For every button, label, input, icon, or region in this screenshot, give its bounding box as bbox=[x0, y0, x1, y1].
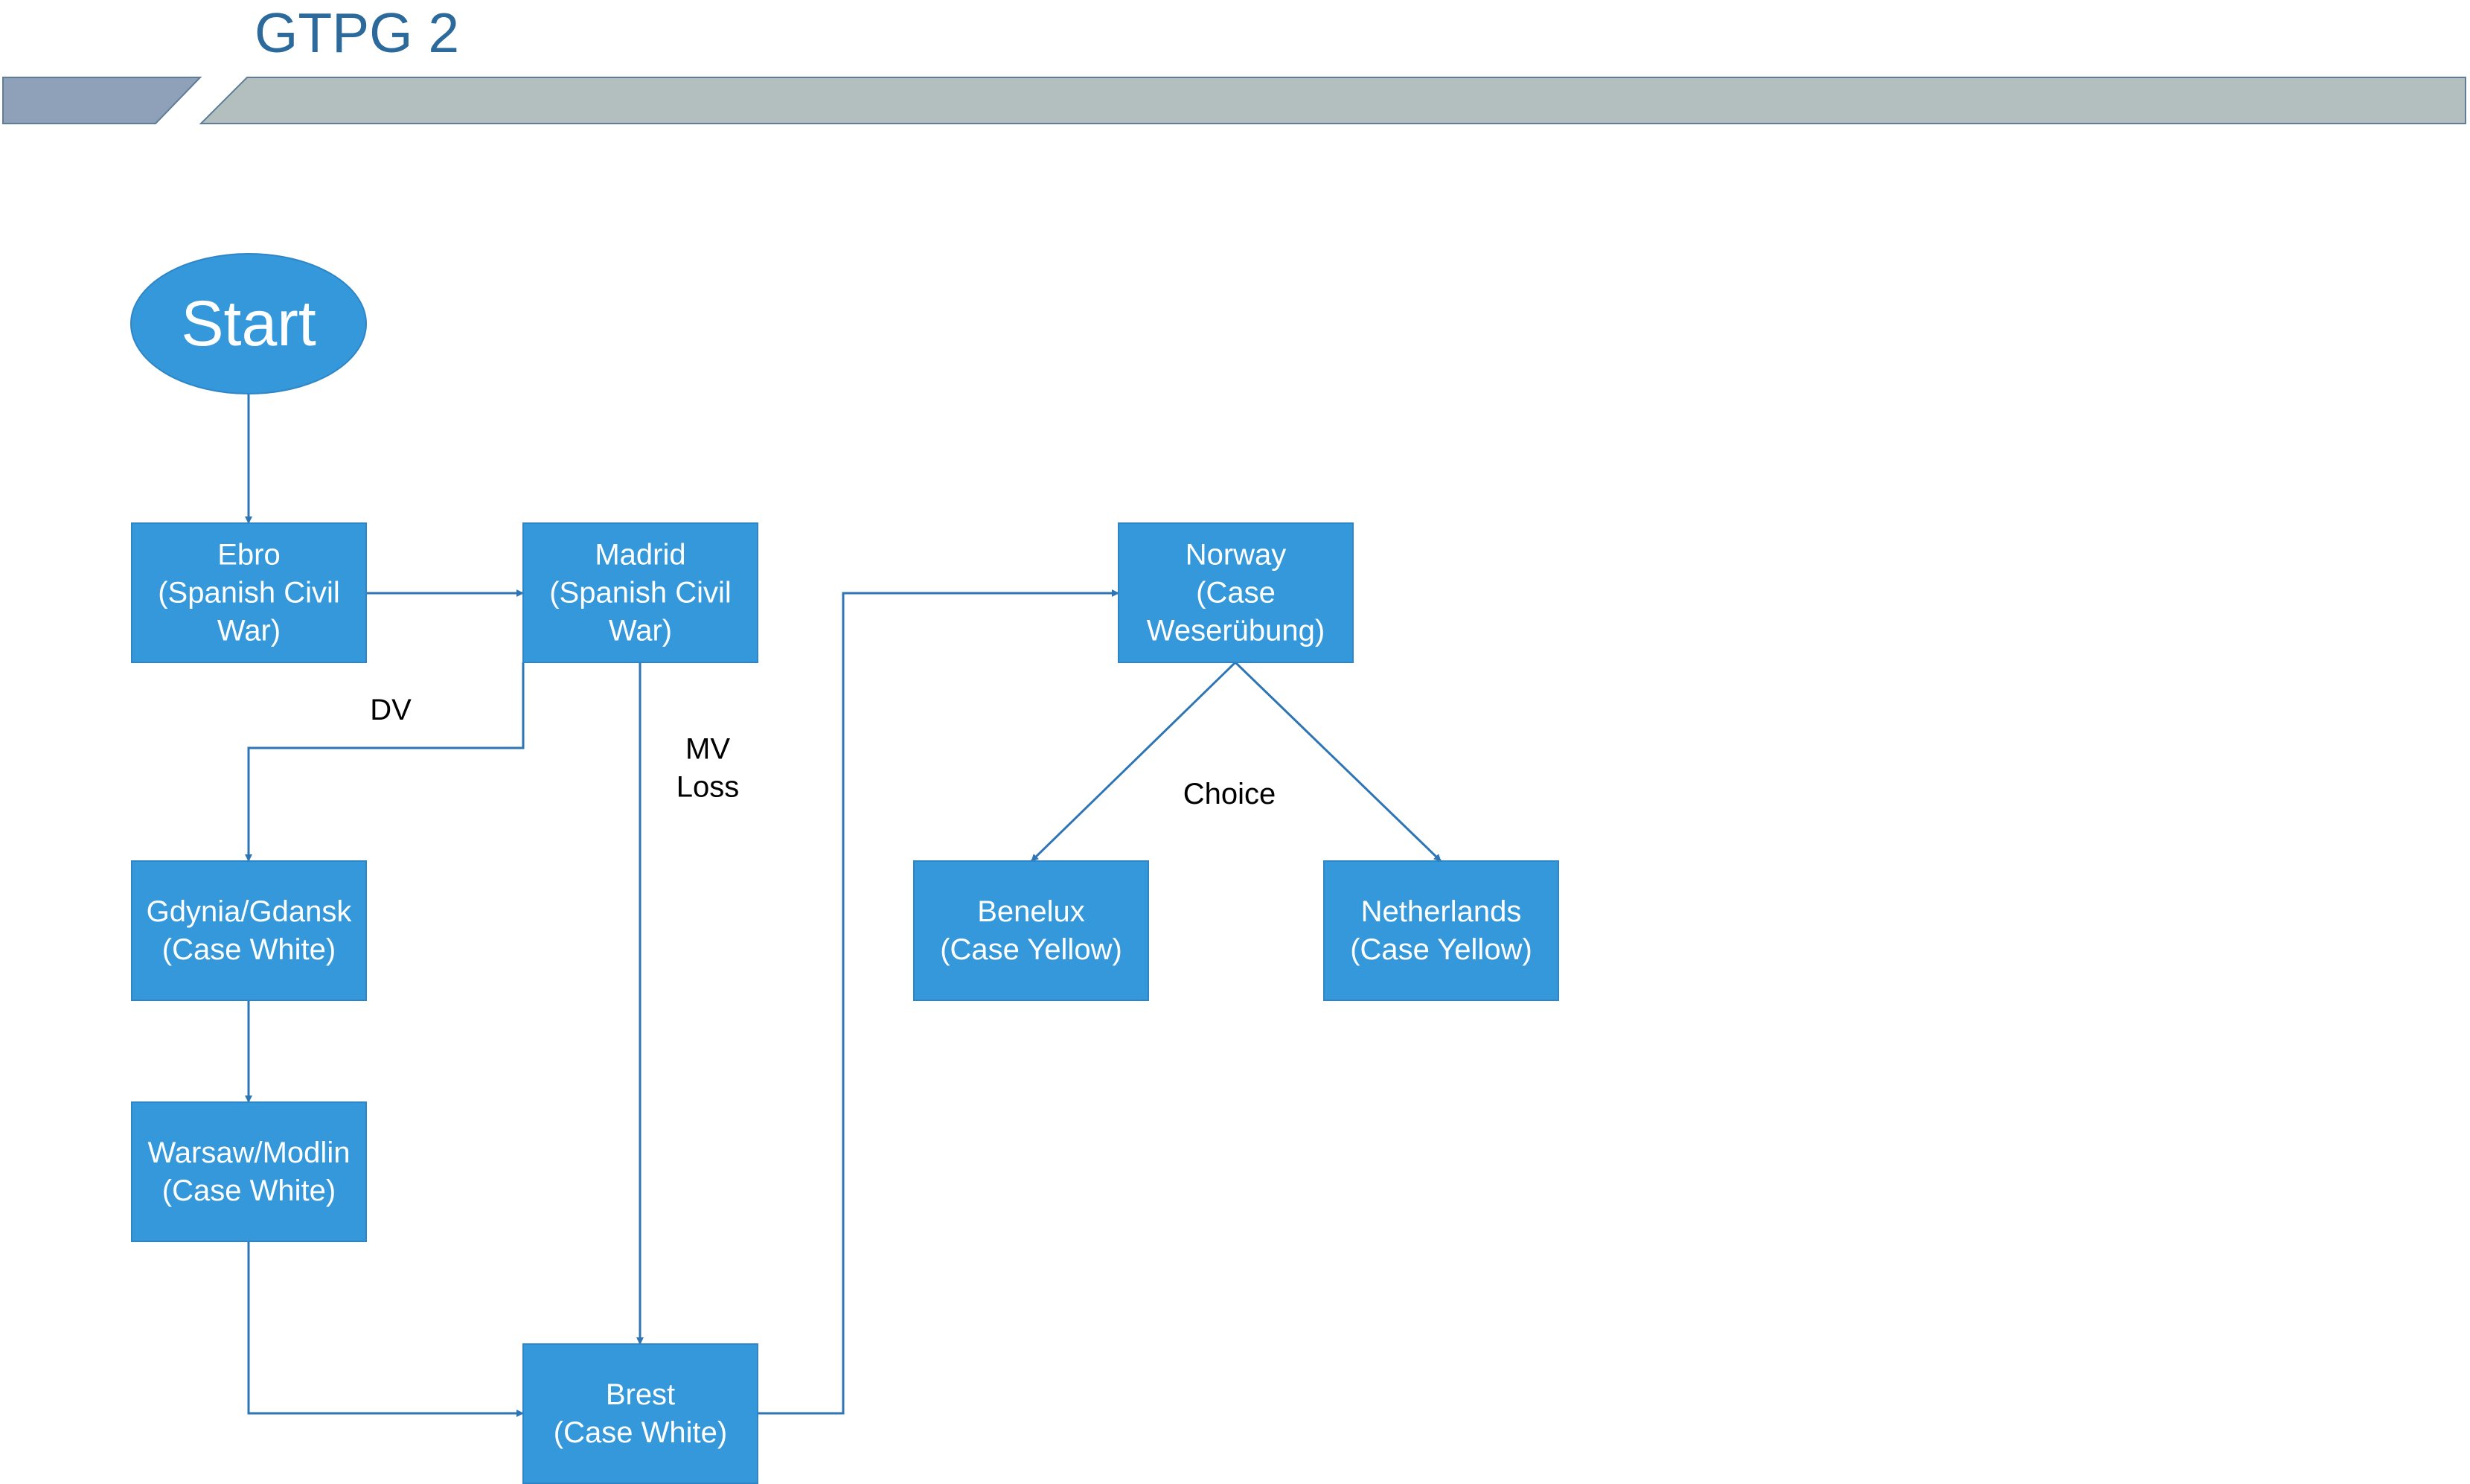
start-node[interactable]: Start bbox=[130, 253, 367, 394]
node-box-brest bbox=[522, 1343, 758, 1484]
node-box-ebro bbox=[131, 522, 367, 663]
header-band-right bbox=[199, 77, 2466, 124]
edge-label-dv-line-1: DV bbox=[370, 694, 412, 726]
edge-label-mv_loss-line-1: MV bbox=[685, 733, 730, 766]
edge-label-mv_loss-line-2: Loss bbox=[676, 771, 740, 804]
edges-layer bbox=[245, 394, 1442, 1417]
node-text-madrid-line-2: (Spanish Civil bbox=[549, 577, 732, 610]
node-box-benelux bbox=[913, 860, 1149, 1001]
node-text-brest-line-2: (Case White) bbox=[554, 1416, 727, 1449]
edge-label-dv: DV bbox=[370, 694, 412, 726]
edge-label-choice-line-1: Choice bbox=[1183, 778, 1276, 810]
node-text-warsaw-line-1: Warsaw/Modlin bbox=[148, 1136, 351, 1169]
node-text-netherlands-line-1: Netherlands bbox=[1361, 895, 1522, 928]
node-text-norway-line-1: Norway bbox=[1186, 539, 1287, 572]
node-text-gdynia-line-2: (Case White) bbox=[162, 933, 336, 966]
node-text-brest-line-1: Brest bbox=[606, 1378, 675, 1411]
node-text-benelux-line-1: Benelux bbox=[977, 895, 1085, 928]
node-text-madrid-line-3: War) bbox=[609, 615, 672, 647]
edge-label-choice: Choice bbox=[1183, 778, 1276, 810]
page-title: GTPG 2 bbox=[255, 1, 460, 64]
edge-brest-norway bbox=[758, 589, 1119, 1415]
edge-warsaw-brest bbox=[247, 1241, 524, 1417]
header-band-left bbox=[2, 77, 202, 124]
node-text-madrid-line-1: Madrid bbox=[595, 539, 685, 572]
node-box-norway bbox=[1118, 522, 1354, 663]
edge-norway-benelux bbox=[1030, 661, 1237, 863]
node-text-netherlands-line-2: (Case Yellow) bbox=[1350, 933, 1532, 966]
node-benelux[interactable]: Benelux (Case Yellow) bbox=[913, 860, 1149, 1001]
node-brest[interactable]: Brest (Case White) bbox=[522, 1343, 758, 1484]
node-text-ebro-line-1: Ebro bbox=[217, 539, 281, 572]
node-text-gdynia-line-1: Gdynia/Gdansk bbox=[147, 895, 353, 928]
node-box-warsaw bbox=[131, 1101, 367, 1242]
node-text-ebro-line-2: (Spanish Civil bbox=[158, 577, 340, 610]
node-box-gdynia bbox=[131, 860, 367, 1001]
node-netherlands[interactable]: Netherlands (Case Yellow) bbox=[1323, 860, 1559, 1001]
start-text-line-1: Start bbox=[181, 288, 316, 359]
node-warsaw-modlin[interactable]: Warsaw/Modlin (Case White) bbox=[131, 1101, 367, 1242]
edge-label-mv-loss: MV Loss bbox=[676, 733, 740, 804]
node-text-benelux-line-2: (Case Yellow) bbox=[940, 933, 1122, 966]
node-text-norway-line-3: Weserübung) bbox=[1147, 615, 1325, 647]
node-text-ebro-line-3: War) bbox=[217, 615, 281, 647]
node-gdynia-gdansk[interactable]: Gdynia/Gdansk (Case White) bbox=[131, 860, 367, 1001]
node-text-norway-line-2: (Case bbox=[1196, 577, 1276, 610]
node-box-netherlands bbox=[1323, 860, 1559, 1001]
node-text-warsaw-line-2: (Case White) bbox=[162, 1174, 336, 1207]
edge-madrid-gdynia bbox=[245, 662, 525, 862]
start-ellipse bbox=[130, 253, 367, 394]
node-box-madrid bbox=[522, 522, 758, 663]
edge-norway-netherlands bbox=[1234, 661, 1442, 863]
